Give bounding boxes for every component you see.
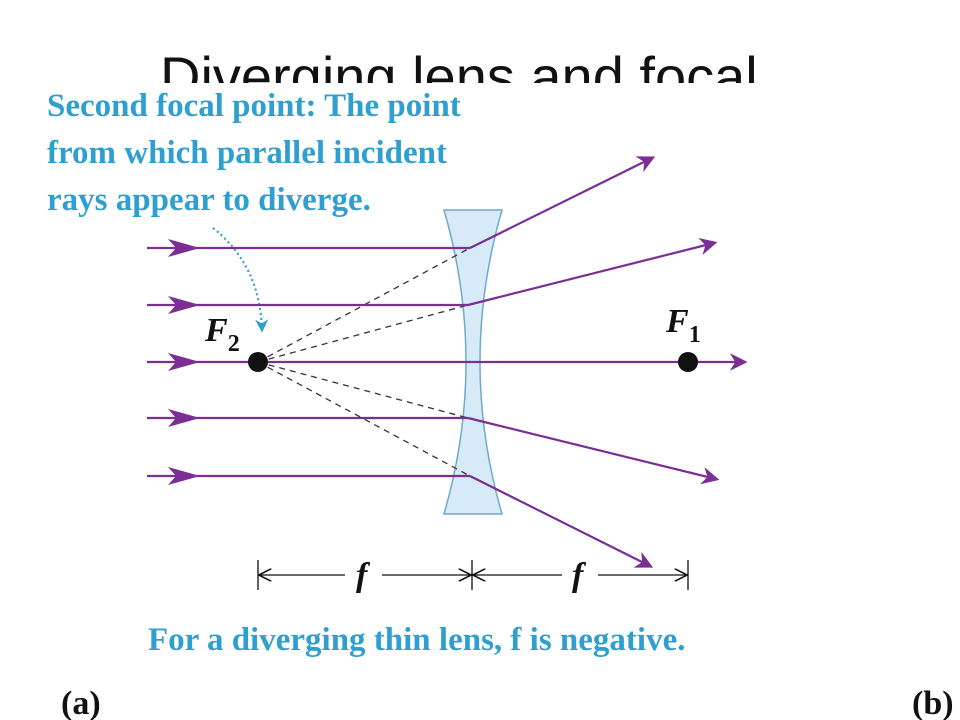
focal-length-label-left: f — [356, 557, 371, 594]
title-mask — [0, 83, 960, 123]
f2-label-main: F — [204, 312, 228, 349]
incident-arrowhead-4 — [168, 409, 200, 427]
annotation-line-3: rays appear to diverge. — [47, 182, 371, 218]
panel-label-a: (a) — [61, 685, 101, 720]
focal-length-dimension — [257, 560, 689, 590]
f2-label: F2 — [204, 312, 240, 357]
virtual-ray-extensions — [257, 247, 471, 477]
virtual-ray-2 — [257, 304, 469, 363]
focal-length-label-right: f — [572, 557, 587, 594]
refracted-rays — [467, 156, 748, 568]
incident-arrowhead-1 — [168, 239, 200, 257]
incident-arrowhead-5 — [168, 467, 200, 485]
incident-arrowhead-3 — [168, 353, 200, 371]
annotation-line-1: Second focal point: The point — [47, 88, 461, 124]
refracted-ray-1 — [469, 156, 656, 249]
f1-label-sub: 1 — [689, 322, 701, 348]
f1-label: F1 — [665, 303, 701, 348]
focal-point-f2 — [248, 352, 268, 372]
f2-label-sub: 2 — [228, 331, 240, 357]
incident-arrowhead-2 — [168, 296, 200, 314]
f1-label-main: F — [665, 303, 689, 340]
panel-label-b: (b) — [912, 685, 954, 720]
refracted-ray-5 — [469, 475, 654, 568]
focal-point-f1 — [678, 352, 698, 372]
incident-rays — [147, 246, 700, 478]
refracted-ray-4 — [467, 416, 720, 485]
refracted-ray-2 — [467, 237, 718, 307]
virtual-ray-1 — [257, 247, 471, 363]
virtual-ray-5 — [257, 361, 471, 477]
virtual-ray-4 — [257, 361, 469, 419]
caption-text: For a diverging thin lens, f is negative… — [148, 622, 685, 658]
incident-arrowheads — [168, 239, 200, 485]
annotation-line-2: from which parallel incident — [47, 135, 447, 171]
